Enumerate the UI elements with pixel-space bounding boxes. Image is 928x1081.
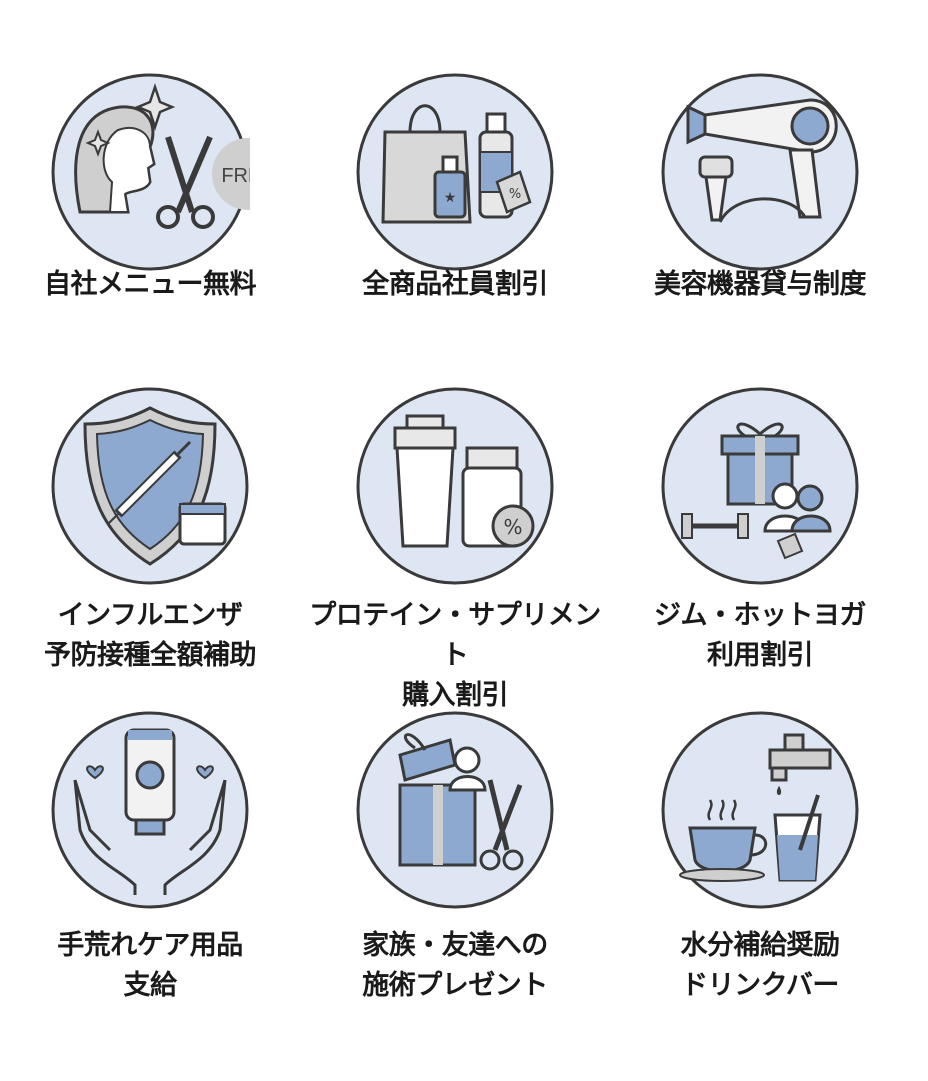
discount-tag: % <box>509 187 521 202</box>
label-line: 利用割引 <box>707 640 814 671</box>
benefit-label: ジム・ホットヨガ利用割引 <box>610 596 910 676</box>
label-line: インフルエンザ <box>57 600 243 631</box>
benefit-label: 全商品社員割引 <box>305 265 605 305</box>
label-line: 購入割引 <box>402 680 509 711</box>
benefit-label: 手荒れケア用品支給 <box>0 926 300 1006</box>
benefit-label: 家族・友達への施術プレゼント <box>305 926 605 1006</box>
label-line: ジム・ホットヨガ <box>654 600 867 631</box>
label-line: 予防接種全額補助 <box>44 640 257 671</box>
label-line: 家族・友達への <box>362 930 548 961</box>
hand-cream-icon <box>51 711 249 909</box>
label-line: 水分補給奨励 <box>680 930 841 961</box>
free-badge: FREE <box>221 165 250 187</box>
hair-scissors-free-icon: FREE <box>51 73 250 271</box>
label-line: 支給 <box>123 970 178 1001</box>
percent-badge: % <box>503 515 522 539</box>
hair-dryer-icon <box>661 73 859 271</box>
gym-gift-icon <box>661 387 859 585</box>
benefit-label: プロテイン・サプリメント購入割引 <box>305 596 605 716</box>
label-line: 手荒れケア用品 <box>57 930 243 961</box>
protein-shaker-icon: % <box>356 387 554 585</box>
water-drink-icon <box>661 711 859 909</box>
svg-text:★: ★ <box>444 190 457 206</box>
benefit-label: 自社メニュー無料 <box>0 265 300 305</box>
label-line: 自社メニュー無料 <box>44 269 257 300</box>
label-line: プロテイン・サプリメント <box>309 600 601 671</box>
shield-vaccine-icon <box>51 387 249 585</box>
gift-box-scissors-icon <box>356 711 554 909</box>
label-line: 美容機器貸与制度 <box>654 269 867 300</box>
label-line: 全商品社員割引 <box>362 269 548 300</box>
label-line: 施術プレゼント <box>362 970 548 1001</box>
benefit-label: 水分補給奨励ドリンクバー <box>610 926 910 1006</box>
benefit-label: インフルエンザ予防接種全額補助 <box>0 596 300 676</box>
shopping-bag-products-icon: ★ % <box>356 73 554 271</box>
benefit-label: 美容機器貸与制度 <box>610 265 910 305</box>
label-line: ドリンクバー <box>681 970 839 1001</box>
